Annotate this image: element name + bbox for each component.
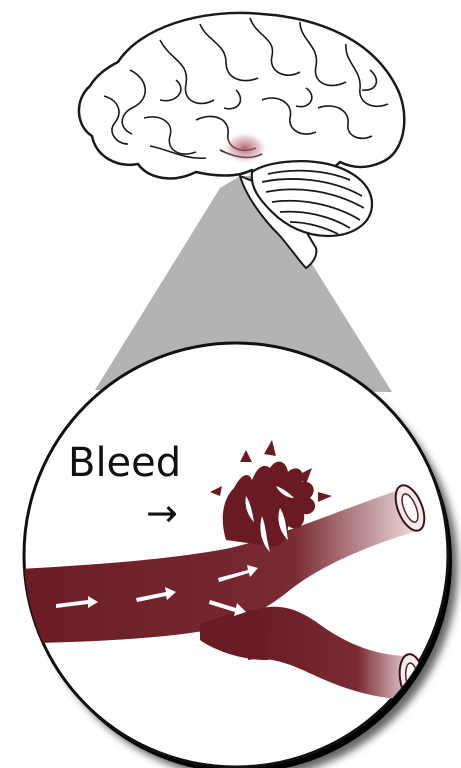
bleed-label: Bleed <box>68 443 181 483</box>
right-arrow-icon: → <box>146 494 178 532</box>
brain-bleed-region <box>221 131 269 165</box>
